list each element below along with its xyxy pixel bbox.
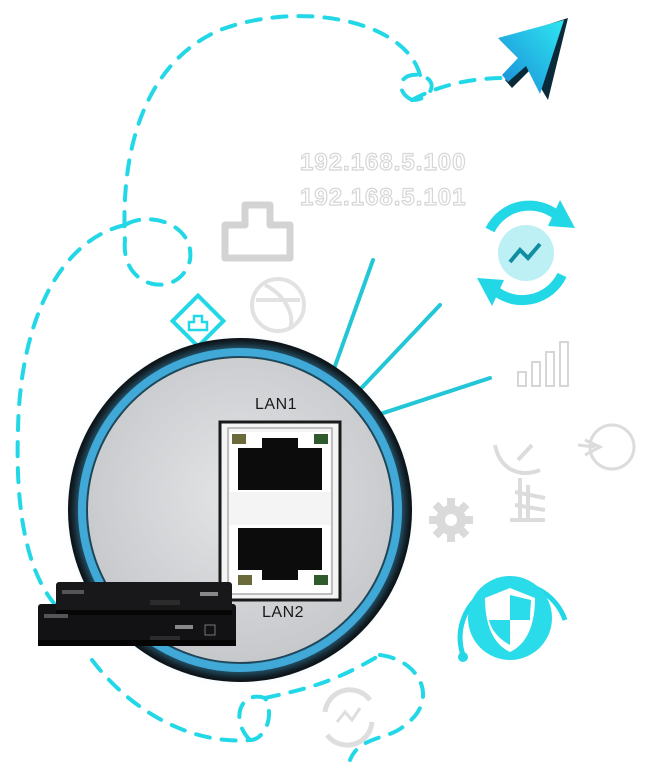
lan2-label: LAN2 — [262, 604, 305, 621]
lan1-label: LAN1 — [255, 396, 298, 413]
cursor-arrow-icon — [498, 18, 568, 100]
lan1-jack — [230, 432, 330, 492]
ip-address-line-2: 192.168.5.101 — [300, 184, 466, 211]
gear-icon — [429, 498, 473, 542]
lan2-jack — [230, 525, 330, 593]
nvr-device-stack — [38, 582, 236, 646]
satellite-dish-icon — [493, 443, 546, 522]
signal-globe-icon — [577, 423, 636, 471]
connector-lines — [328, 258, 492, 420]
signal-bars-icon — [517, 341, 569, 387]
network-port-icon — [169, 292, 227, 350]
small-sync-icon — [322, 687, 375, 748]
ip-address-line-1: 192.168.5.100 — [300, 149, 466, 176]
lan-port-panel — [218, 420, 342, 602]
globe-icon — [250, 277, 306, 333]
shield-sync-icon — [457, 576, 568, 662]
dashed-network-path — [15, 14, 507, 762]
sync-refresh-icon — [477, 200, 575, 306]
ethernet-port-icon — [221, 201, 294, 262]
